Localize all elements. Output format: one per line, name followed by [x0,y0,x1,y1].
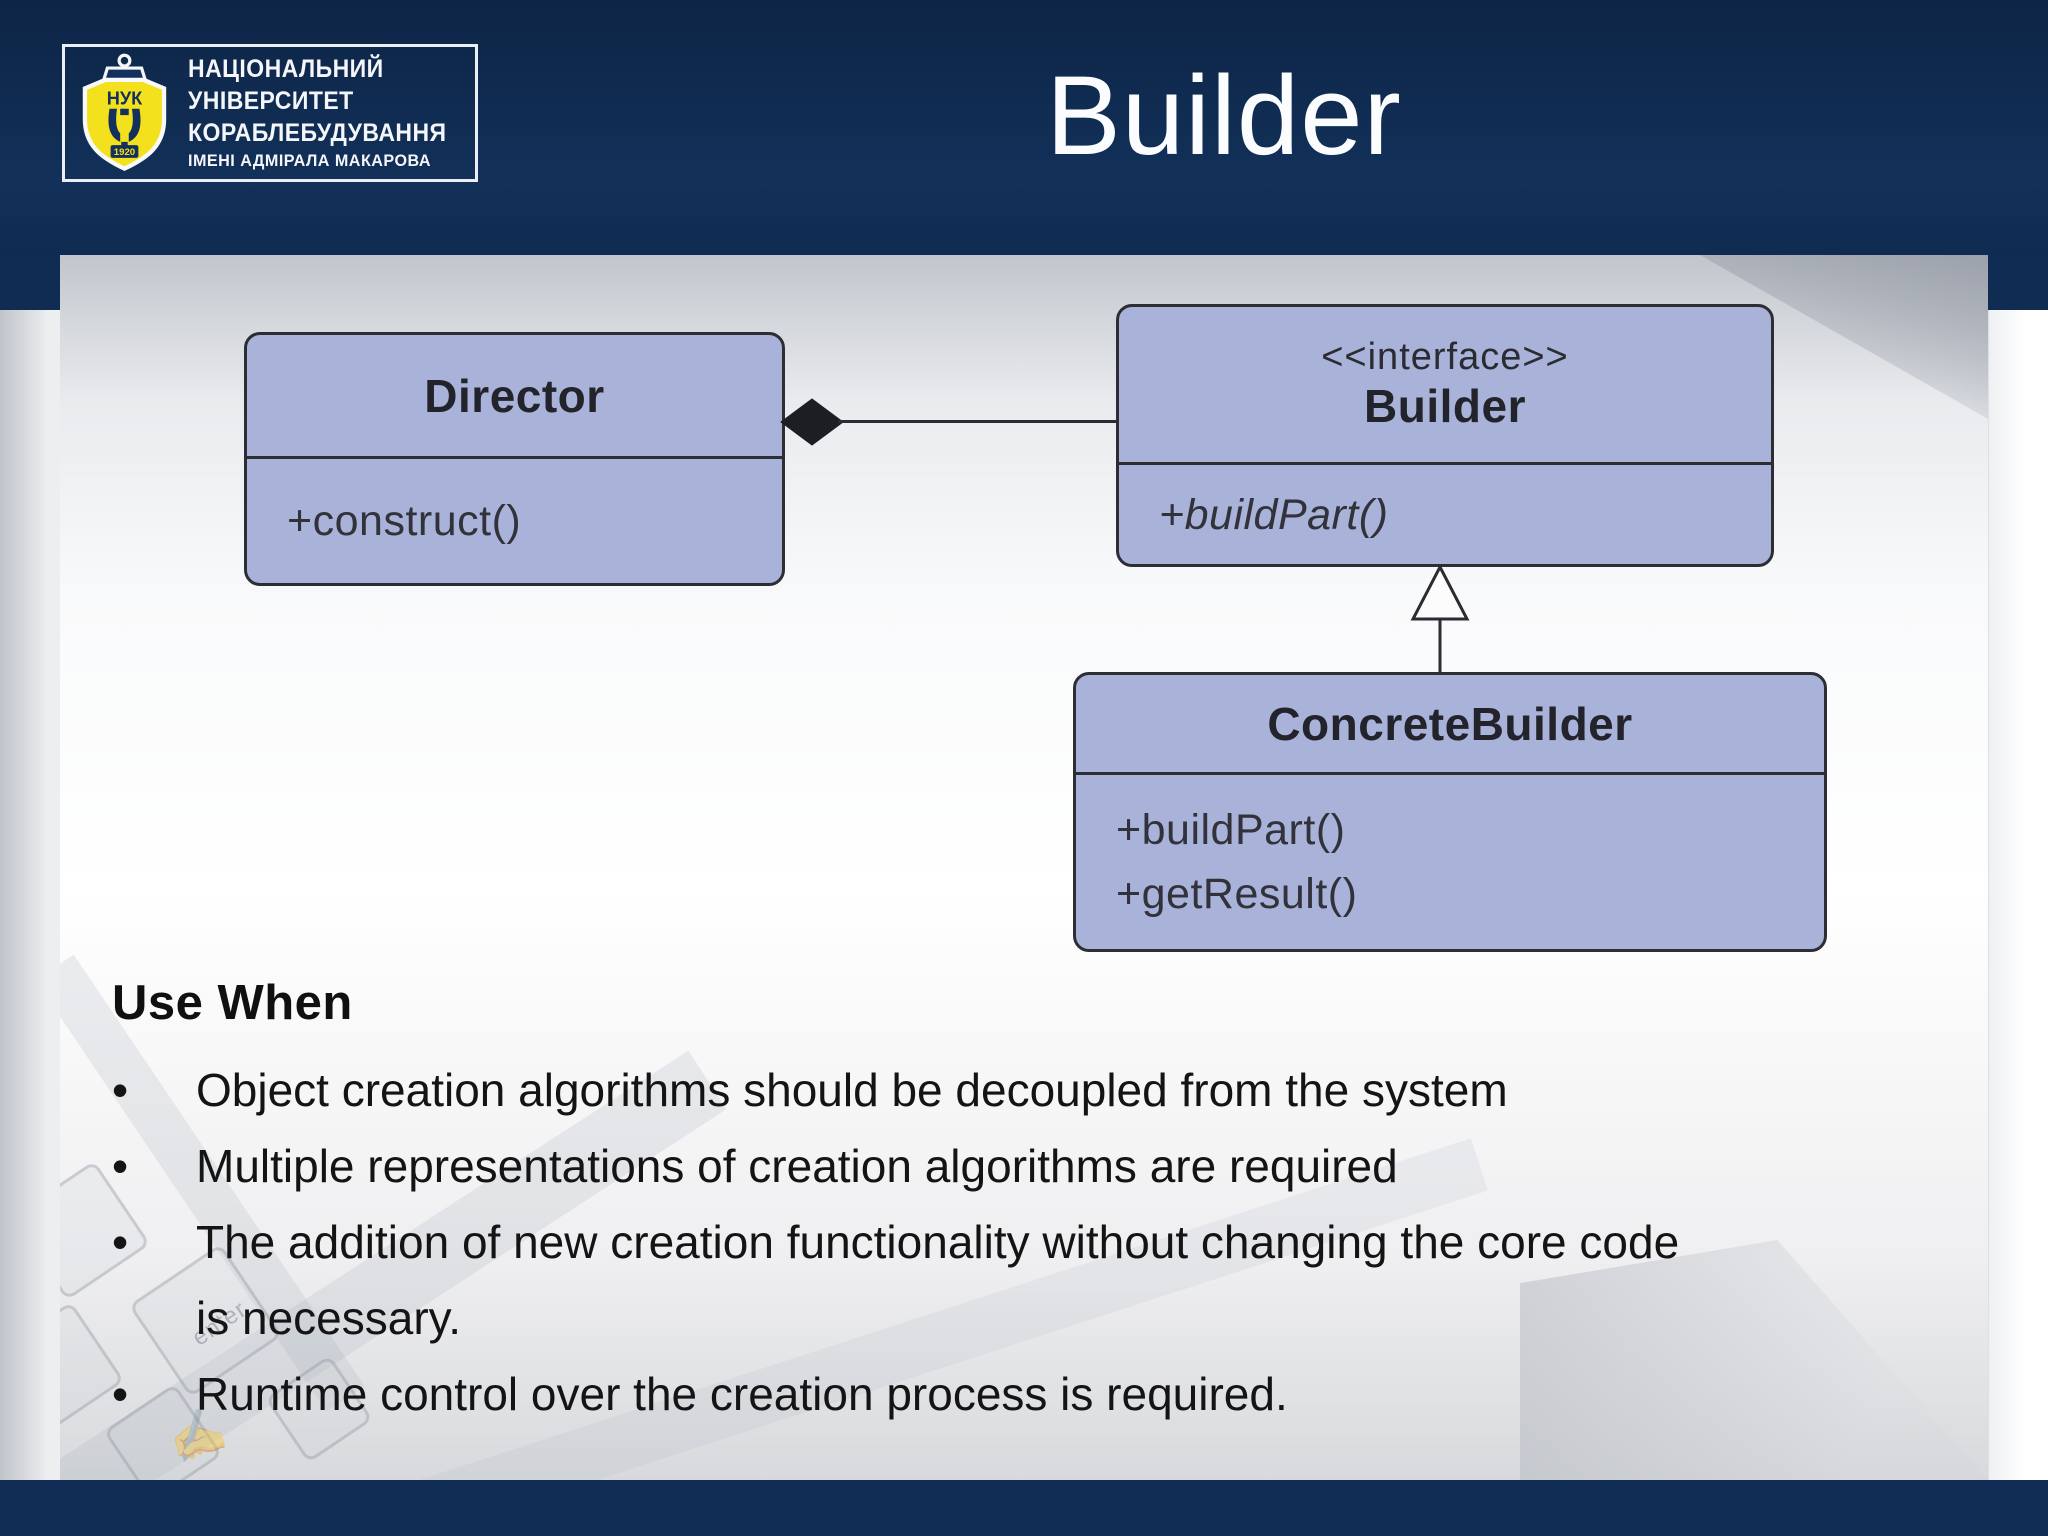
emblem-year: 1920 [114,147,135,158]
uml-method: +buildPart() [1159,490,1389,539]
header-right-tab [1988,254,2048,310]
uml-class-concrete-builder: ConcreteBuilder +buildPart() +getResult(… [1073,672,1827,952]
association-line [838,420,1118,423]
slide-header: Builder НУК 1920 НАЦІОНАЛЬНИЙ УНІВЕРСИТЕ… [0,0,2048,255]
university-name: НАЦІОНАЛЬНИЙ УНІВЕРСИТЕТ КОРАБЛЕБУДУВАНН… [188,53,469,173]
university-emblem-icon: НУК 1920 [82,53,167,171]
use-when-heading: Use When [112,976,353,1030]
uml-interface-builder: <<interface>> Builder +buildPart() [1116,304,1774,567]
list-item: Object creation algorithms should be dec… [104,1052,1696,1128]
university-name-line: НАЦІОНАЛЬНИЙ [187,55,384,83]
left-margin-shade [0,310,60,1480]
slide-footer-bar [0,1480,2048,1536]
uml-stereotype: <<interface>> [1321,336,1569,378]
uml-class-name: ConcreteBuilder [1267,697,1633,750]
uml-class-director: Director +construct() [244,332,785,586]
uml-method-list: +buildPart() +getResult() [1076,775,1824,949]
uml-class-header: <<interface>> Builder [1119,307,1771,465]
use-when-list: Object creation algorithms should be dec… [104,1052,1696,1432]
uml-method-list: +construct() [247,459,782,583]
uml-method: +construct() [287,497,522,545]
uml-class-header: ConcreteBuilder [1076,675,1824,775]
uml-class-header: Director [247,335,782,459]
inheritance-arrow-icon [1410,565,1470,675]
page-title: Builder [1046,53,1402,178]
aggregation-diamond-icon [780,398,844,446]
list-item: Runtime control over the creation proces… [104,1356,1696,1432]
list-item: Multiple representations of creation alg… [104,1128,1696,1204]
university-name-line: ІМЕНІ АДМІРАЛА МАКАРОВА [187,151,431,170]
university-name-line: УНІВЕРСИТЕТ [187,87,354,115]
uml-class-name: Builder [1364,380,1526,432]
uml-class-name: Director [424,369,605,422]
list-item: The addition of new creation functionali… [104,1204,1696,1356]
uml-method: +getResult() [1116,870,1358,918]
header-left-tab [0,254,60,310]
university-name-line: КОРАБЛЕБУДУВАННЯ [187,119,447,147]
university-logo: НУК 1920 НАЦІОНАЛЬНИЙ УНІВЕРСИТЕТ КОРАБЛ… [62,44,478,182]
emblem-abbreviation: НУК [107,88,143,108]
uml-method-list: +buildPart() [1119,465,1771,564]
right-margin-shade [1988,310,2048,1480]
uml-method: +buildPart() [1116,806,1346,854]
